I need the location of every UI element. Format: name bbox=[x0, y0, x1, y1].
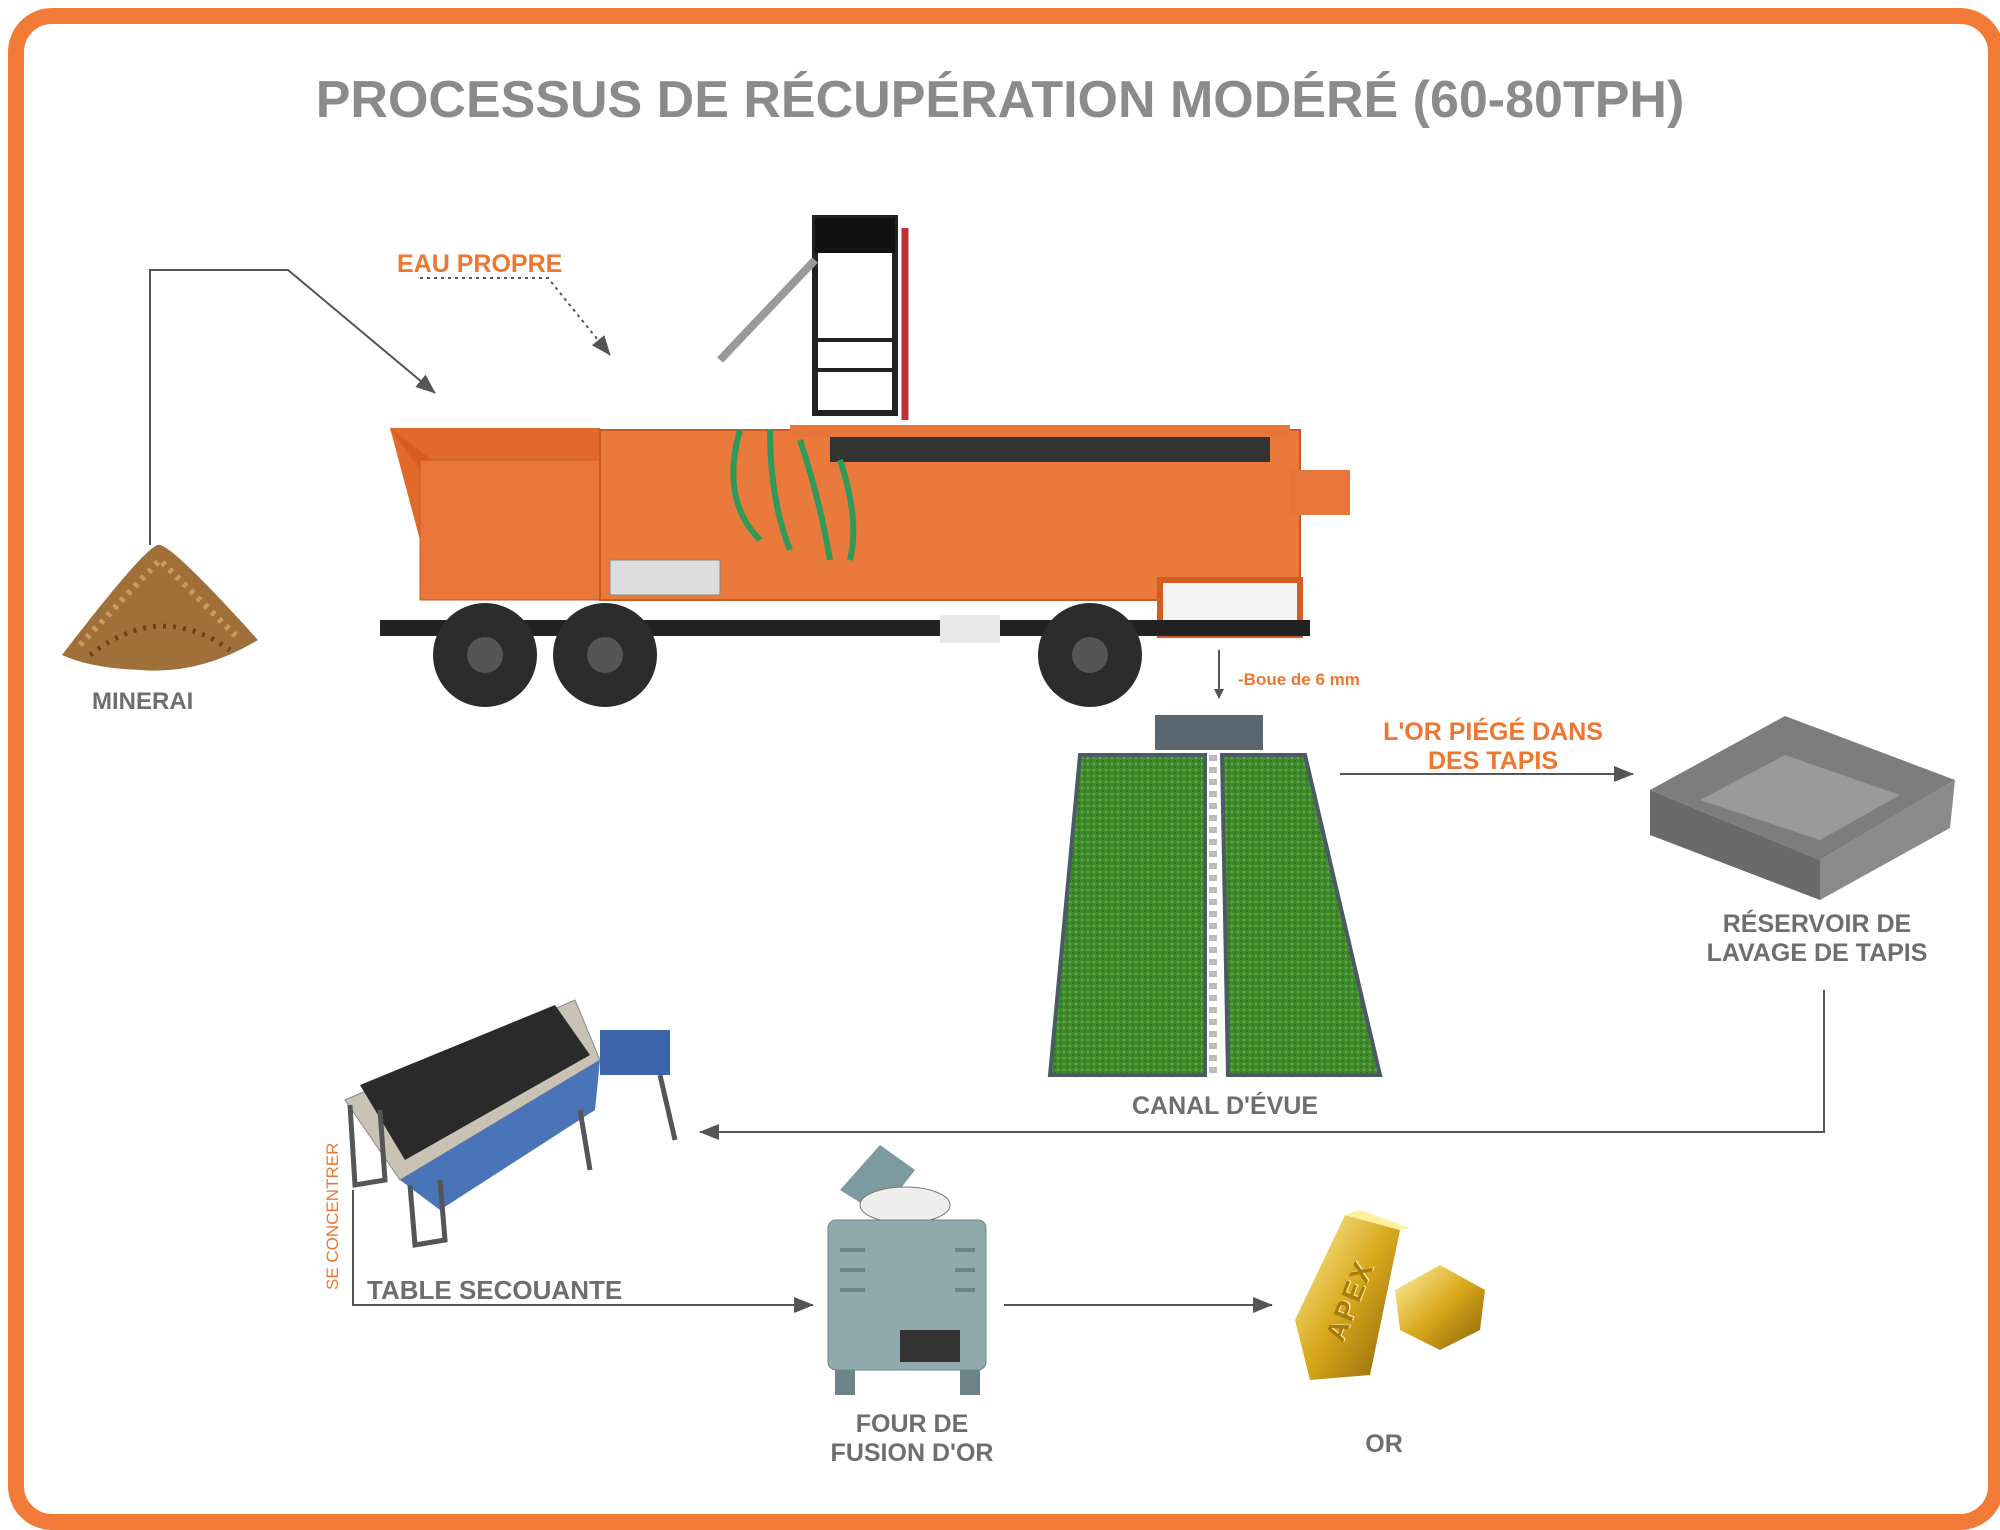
concentrate-label: SE CONCENTRER bbox=[323, 1142, 342, 1290]
clean-water-label: EAU PROPRE bbox=[397, 250, 563, 278]
sluice-channel-image bbox=[1047, 715, 1383, 1077]
tank-label-line2: LAVAGE DE TAPIS bbox=[1706, 938, 1928, 967]
slurry-label: -Boue de 6 mm bbox=[1238, 670, 1360, 689]
gold-trapped-label: L'OR PIÉGÉ DANS DES TAPIS bbox=[1343, 718, 1643, 776]
furnace-label-line2: FUSION D'OR bbox=[830, 1438, 994, 1467]
ore-pile-image bbox=[62, 544, 258, 671]
concentrate-flow-arrow bbox=[352, 1190, 814, 1313]
gold-smelting-furnace-image bbox=[827, 1145, 987, 1395]
tank-label: RÉSERVOIR DE LAVAGE DE TAPIS bbox=[1667, 910, 1967, 968]
return-to-table-arrow bbox=[699, 990, 1825, 1140]
gold-label: OR bbox=[1365, 1430, 1403, 1458]
page-title: PROCESSUS DE RÉCUPÉRATION MODÉRÉ (60-80T… bbox=[315, 71, 1685, 129]
shaking-table-image bbox=[344, 999, 678, 1248]
shaking-table-label: TABLE SECOUANTE bbox=[367, 1275, 623, 1305]
furnace-label: FOUR DE FUSION D'OR bbox=[762, 1410, 1062, 1468]
mat-wash-tank-image bbox=[1650, 716, 1955, 900]
sluice-label: CANAL D'ÉVUE bbox=[1131, 1092, 1319, 1120]
tank-label-line1: RÉSERVOIR DE bbox=[1722, 910, 1912, 938]
ore-label: MINERAI bbox=[92, 688, 194, 715]
gold-trapped-label-line2: DES TAPIS bbox=[1427, 746, 1559, 775]
trommel-wash-plant-image bbox=[380, 215, 1350, 707]
gold-trapped-label-line1: L'OR PIÉGÉ DANS bbox=[1383, 718, 1603, 746]
ore-flow-arrow bbox=[149, 269, 436, 545]
gold-bars-image bbox=[1295, 1210, 1485, 1380]
furnace-label-line1: FOUR DE bbox=[855, 1410, 969, 1438]
clean-water-arrow bbox=[420, 277, 611, 356]
